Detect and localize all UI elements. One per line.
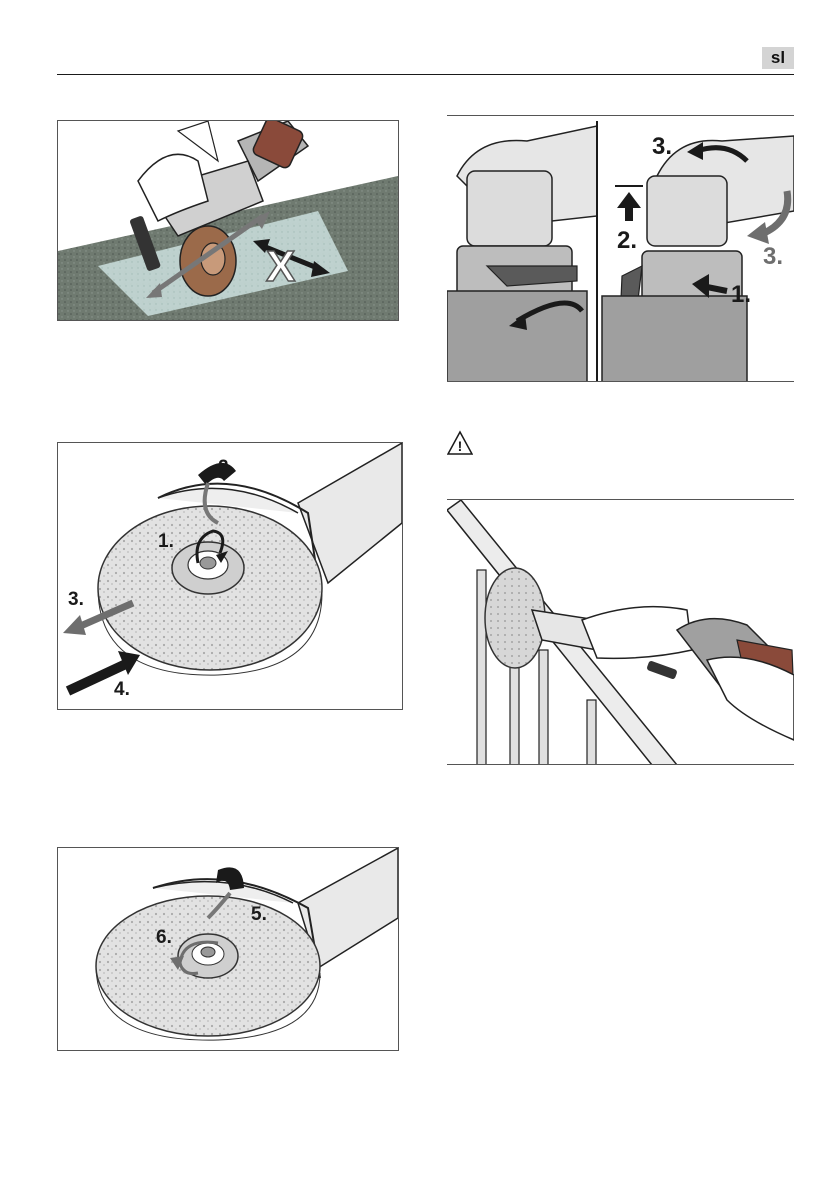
railing-sanding-illustration [447, 500, 794, 765]
wheel-removal-illustration: 2. 1. 3. 4. [58, 443, 402, 709]
step-1-label: 1. [158, 531, 174, 552]
step-3-lower-label: 3. [763, 243, 783, 270]
figure-wheel-mounting: 5. 6. [57, 847, 399, 1051]
step-1-label: 1. [731, 281, 751, 308]
step-6-label: 6. [156, 927, 172, 948]
figure-guard-adjust: 3. 2. 3. 1. [447, 116, 794, 382]
step-3-upper-label: 3. [652, 133, 672, 160]
step-4-label: 4. [114, 679, 130, 700]
step-2-label: 2. [218, 457, 234, 478]
step-3-label: 3. [68, 589, 84, 610]
warning-symbol: ! [458, 438, 463, 454]
right-hand [707, 657, 794, 740]
left-hand [582, 607, 692, 659]
guard-adjust-left-panel [447, 126, 597, 382]
figure-bottom-rule [447, 381, 794, 382]
figure-railing-sanding [447, 500, 794, 765]
guard-adjust-illustration: 3. 2. 3. 1. [447, 116, 794, 382]
warning-triangle-icon: ! [447, 430, 473, 456]
step-5-label: 5. [251, 904, 267, 925]
wheel-mounting-illustration: 5. 6. [58, 848, 398, 1050]
figure-wheel-removal: 2. 1. 3. 4. [57, 442, 403, 710]
figure-bottom-rule [447, 764, 794, 765]
roller-grinding-illustration: X [58, 121, 398, 320]
figure-roller-grinding: X [57, 120, 399, 321]
forbidden-mark: X [266, 242, 295, 291]
header-divider [57, 74, 794, 75]
step-2-label: 2. [617, 227, 637, 254]
language-badge: sl [762, 47, 794, 69]
